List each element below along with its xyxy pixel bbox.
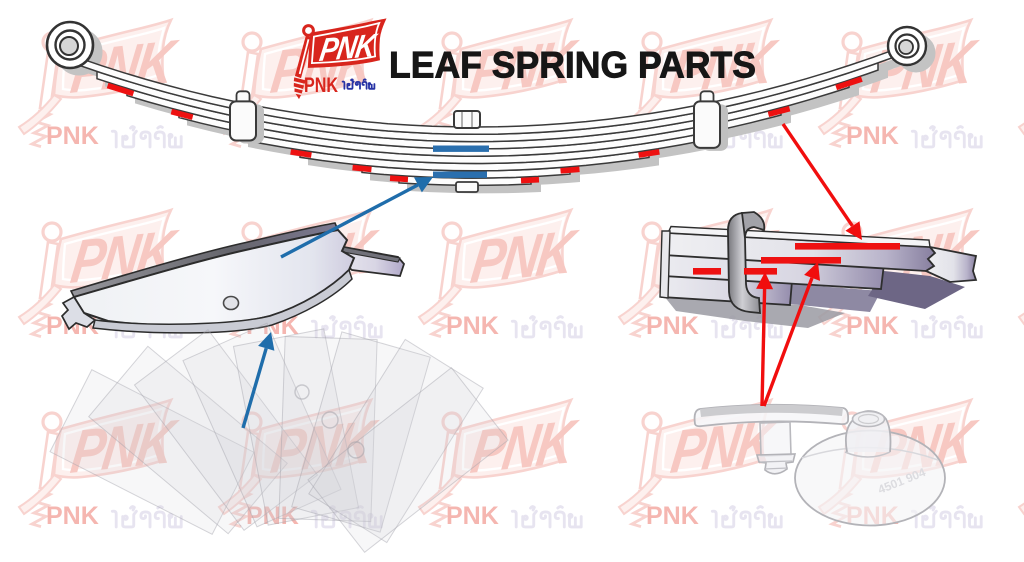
svg-text:LEAF SPRING PARTS: LEAF SPRING PARTS [389,45,756,86]
svg-text:PNK: PNK [304,73,338,97]
svg-text:PNK: PNK [317,27,380,68]
